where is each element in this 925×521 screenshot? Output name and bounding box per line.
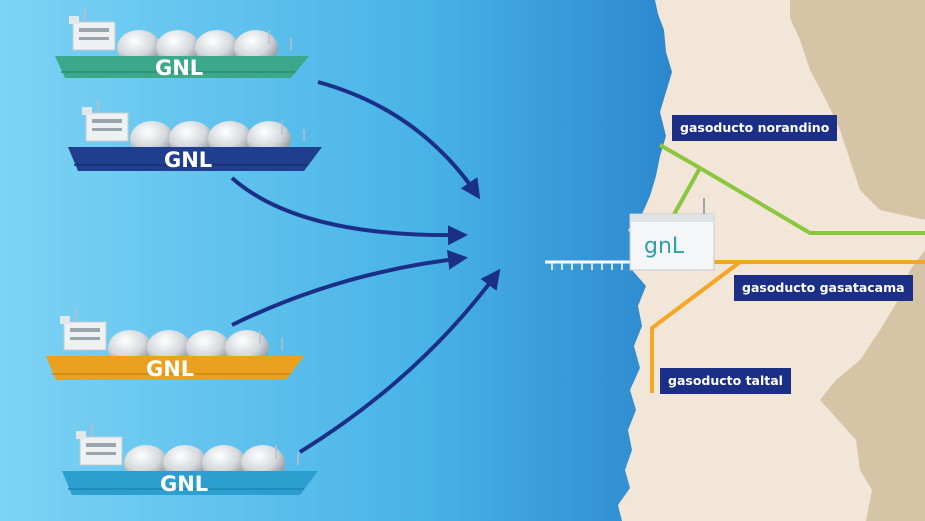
pier (545, 260, 632, 270)
lng-ship-4: GNL (62, 422, 318, 496)
arrow-ship-4 (298, 268, 501, 454)
lng-ship-2: GNL (68, 98, 322, 172)
inland-highlands (790, 0, 925, 220)
arrow-ship-3 (231, 249, 468, 327)
arrow-ship-1 (317, 80, 481, 200)
label-gasoducto-norandino: gasoducto norandino (672, 115, 838, 141)
lng-ship-3: GNL (46, 307, 304, 381)
ship-label: GNL (160, 472, 208, 496)
ship-label: GNL (146, 357, 194, 381)
label-gasoducto-taltal: gasoducto taltal (660, 368, 791, 394)
regasification-terminal: gnL (629, 198, 715, 271)
inland-highlands-south (820, 250, 925, 521)
terminal-logo: gnL (644, 234, 685, 259)
ship-label: GNL (155, 56, 203, 80)
ship-label: GNL (164, 148, 212, 172)
pipeline-taltal (650, 260, 742, 393)
pipeline-norandino (659, 143, 925, 235)
arrow-ship-2 (230, 176, 468, 246)
lng-ship-1: GNL (55, 7, 309, 80)
label-gasoducto-gasatacama: gasoducto gasatacama (734, 275, 913, 301)
arrows (230, 80, 501, 454)
